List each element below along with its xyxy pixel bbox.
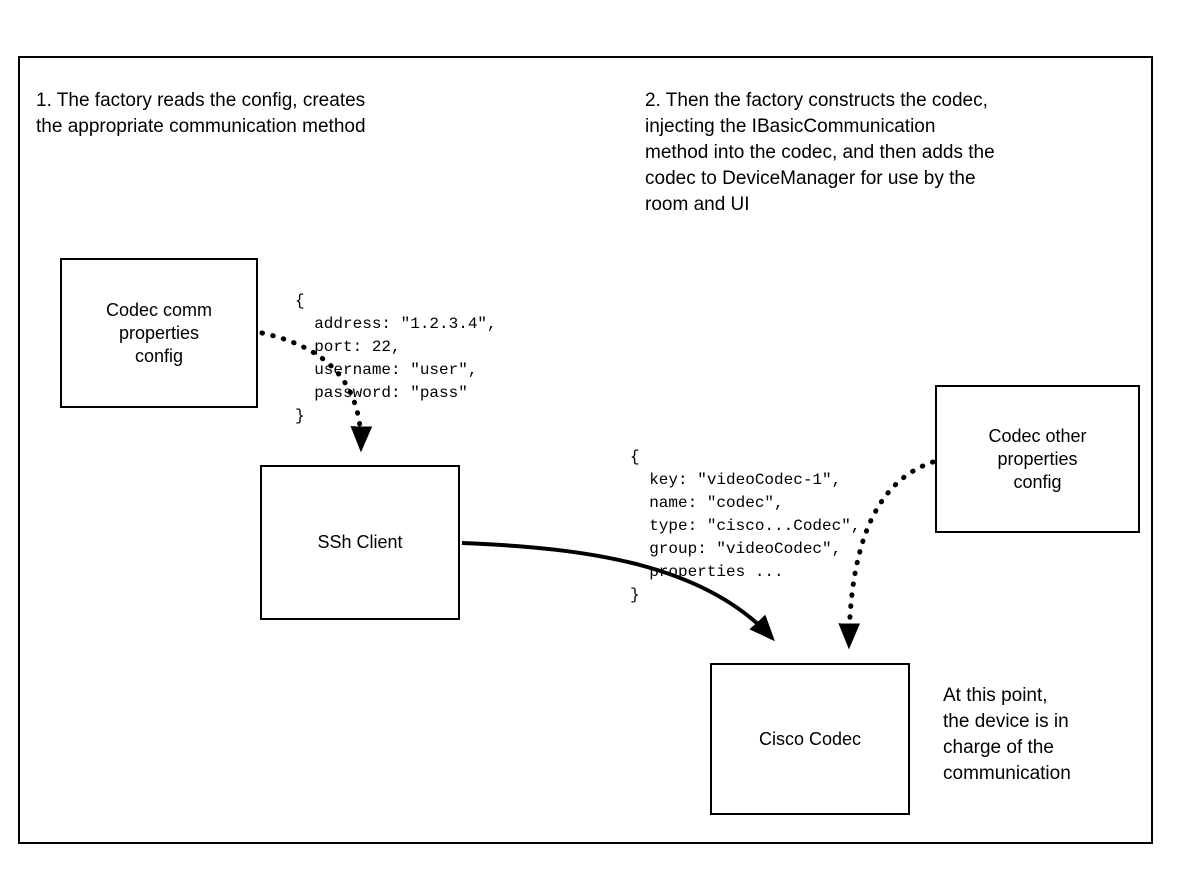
note-endpoint: At this point, the device is in charge o… (943, 685, 1071, 784)
code-codec-properties: { key: "videoCodec-1", name: "codec", ty… (630, 448, 861, 604)
note-step2: 2. Then the factory constructs the codec… (645, 90, 995, 215)
node-codec-comm-config: Codec comm properties config (60, 258, 258, 408)
code-comm-properties: { address: "1.2.3.4", port: 22, username… (295, 292, 497, 425)
node-codec-other-config: Codec other properties config (935, 385, 1140, 533)
diagram-border (18, 56, 1153, 844)
note-step1: 1. The factory reads the config, creates… (36, 90, 366, 137)
node-cisco-codec-label: Cisco Codec (758, 728, 862, 749)
node-cisco-codec: Cisco Codec (710, 663, 910, 815)
node-ssh-client-label: SSh Client (317, 532, 403, 552)
node-codec-comm-label: Codec comm properties config (105, 299, 213, 366)
node-ssh-client: SSh Client (260, 465, 460, 620)
node-codec-other-label: Codec other properties config (988, 425, 1087, 492)
